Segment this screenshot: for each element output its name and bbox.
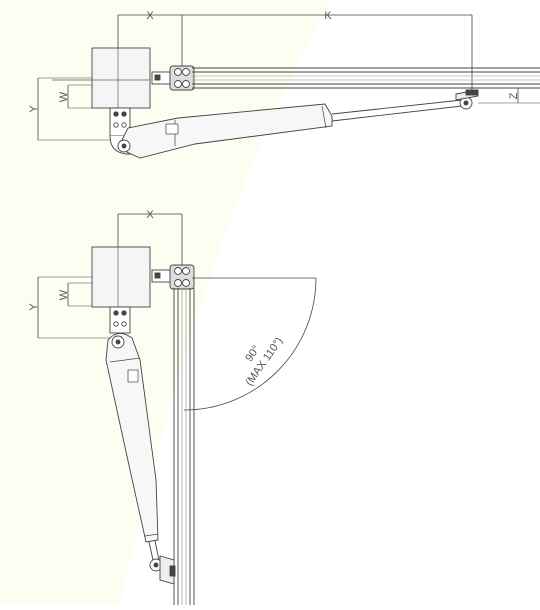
gate-post-open: [91, 246, 151, 308]
top-dim-y-label: Y: [28, 105, 40, 113]
bottom-dim-x-label: X: [146, 209, 154, 221]
top-dim-z-label: Z: [508, 92, 520, 99]
bottom-dim-w-label: W: [58, 289, 70, 300]
gate-post: [91, 47, 151, 109]
bottom-dim-y-label: Y: [28, 303, 40, 311]
top-dim-w-label: W: [58, 91, 70, 102]
top-view: [37, 14, 540, 159]
actuator-closed: [117, 89, 479, 159]
background-shape: [0, 0, 330, 605]
top-dim-x-label: X: [146, 10, 154, 22]
opening-angle-arc: [183, 277, 317, 411]
actuator-open: [105, 333, 176, 585]
top-dim-k-label: K: [324, 10, 332, 22]
bottom-view: [37, 213, 317, 605]
